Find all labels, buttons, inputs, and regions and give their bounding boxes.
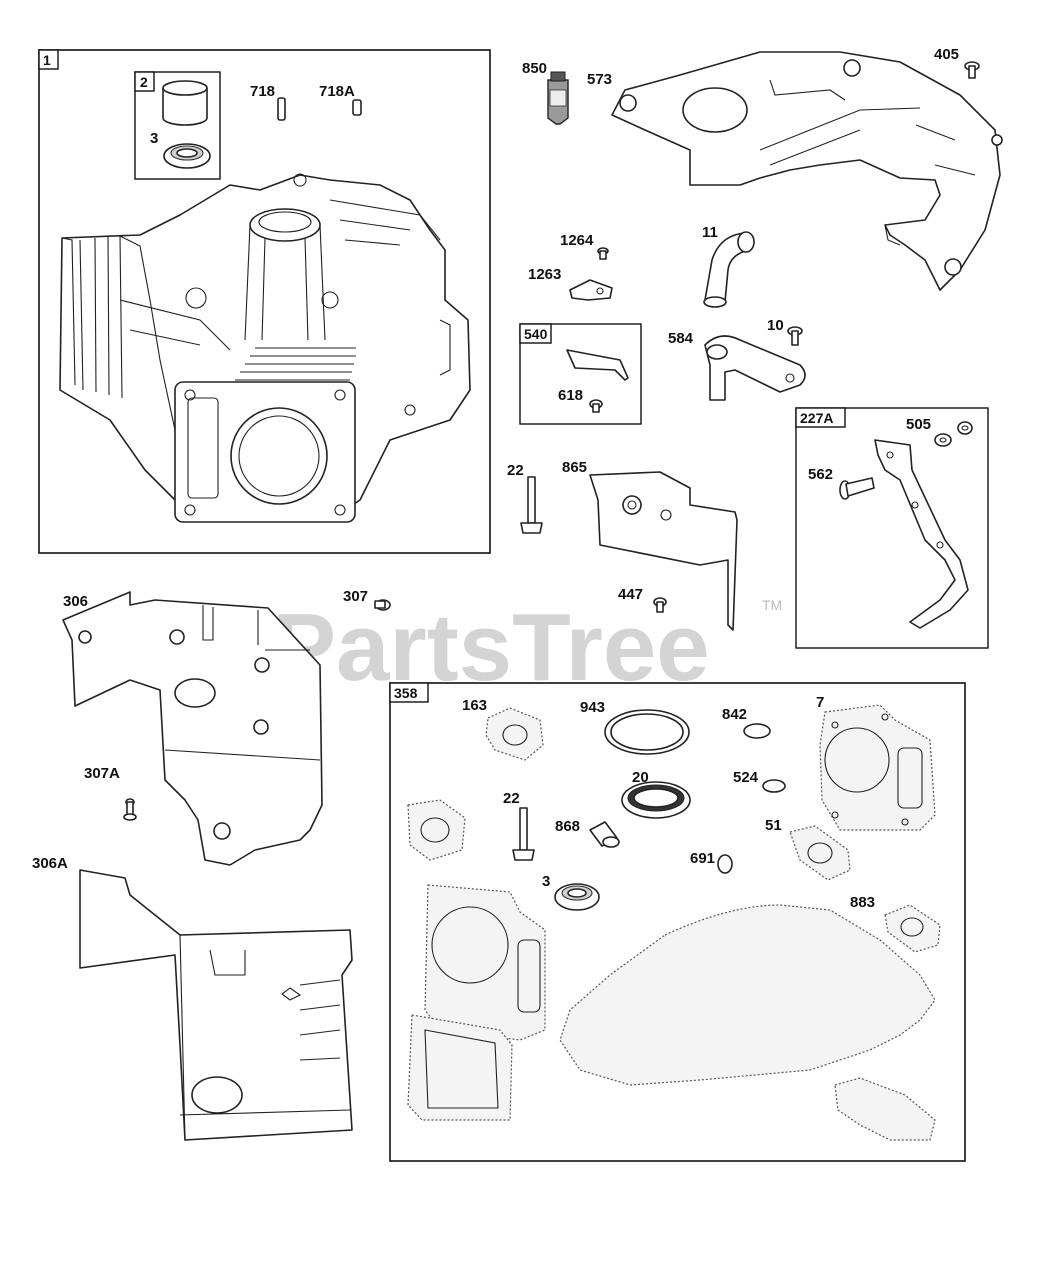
label-842: 842 bbox=[722, 706, 747, 723]
label-20: 20 bbox=[632, 769, 649, 786]
bolt-22-upper bbox=[520, 476, 543, 534]
box-540: 540 618 bbox=[519, 323, 642, 425]
label-22b: 22 bbox=[503, 790, 520, 807]
blower-housing-573 bbox=[611, 51, 1003, 291]
oil-seal-3-set bbox=[554, 883, 600, 911]
label-584: 584 bbox=[668, 330, 694, 347]
bushing-part-2 bbox=[162, 80, 208, 126]
label-850: 850 bbox=[522, 60, 547, 77]
label-868: 868 bbox=[555, 818, 580, 835]
label-718A: 718A bbox=[319, 83, 355, 100]
label-718: 718 bbox=[250, 83, 275, 100]
box-label-227A: 227A bbox=[800, 410, 833, 426]
crankcase-gasket bbox=[559, 904, 936, 1086]
intake-gasket-left bbox=[407, 799, 466, 861]
dowel-pin-718 bbox=[277, 97, 286, 121]
seal-691 bbox=[717, 854, 733, 874]
bracket-227A bbox=[874, 439, 969, 629]
label-306: 306 bbox=[63, 593, 88, 610]
box-227A: 227A 505 562 bbox=[795, 407, 989, 649]
box-1-cylinder-block: 1 2 3 718 718A bbox=[38, 49, 491, 554]
screw-447 bbox=[653, 597, 667, 613]
label-163: 163 bbox=[462, 697, 487, 714]
watermark-text: PartsTree bbox=[272, 594, 710, 701]
oil-seal-part-3 bbox=[163, 143, 211, 169]
label-307: 307 bbox=[343, 588, 368, 605]
nut-505 bbox=[934, 421, 973, 447]
label-307A: 307A bbox=[84, 765, 120, 782]
gasket-163 bbox=[485, 707, 544, 761]
screw-405 bbox=[964, 61, 980, 79]
box-358-gasket-set: 358 163 943 842 7 bbox=[389, 682, 966, 1162]
seal-20 bbox=[621, 781, 691, 819]
screw-307A bbox=[123, 798, 137, 821]
label-943: 943 bbox=[580, 699, 605, 716]
label-10: 10 bbox=[767, 317, 784, 334]
box-label-358: 358 bbox=[394, 685, 418, 701]
label-3a: 3 bbox=[150, 130, 158, 147]
clip-1263 bbox=[569, 279, 613, 301]
gasket-883 bbox=[884, 904, 941, 953]
o-ring-524 bbox=[762, 779, 786, 793]
label-865: 865 bbox=[562, 459, 587, 476]
label-3b: 3 bbox=[542, 873, 550, 890]
screw-307 bbox=[374, 599, 391, 611]
sleeve-868 bbox=[589, 821, 620, 848]
label-22a: 22 bbox=[507, 462, 524, 479]
engine-block-drawing bbox=[59, 173, 471, 523]
box-label-540: 540 bbox=[524, 326, 548, 342]
o-ring-943 bbox=[604, 709, 690, 755]
cylinder-shield-306A bbox=[79, 869, 353, 1141]
label-306A: 306A bbox=[32, 855, 68, 872]
label-883: 883 bbox=[850, 894, 875, 911]
bracket-584 bbox=[704, 335, 806, 401]
label-573: 573 bbox=[587, 71, 612, 88]
small-gasket-bottom bbox=[834, 1077, 936, 1141]
label-11: 11 bbox=[702, 224, 718, 241]
sealant-tube-850 bbox=[547, 71, 569, 125]
label-524: 524 bbox=[733, 769, 759, 786]
bolt-22-lower bbox=[512, 807, 535, 861]
label-51: 51 bbox=[765, 817, 782, 834]
label-562: 562 bbox=[808, 466, 833, 483]
label-405: 405 bbox=[934, 46, 959, 63]
cylinder-head-gasket-left bbox=[424, 884, 546, 1041]
dowel-pin-718A bbox=[352, 99, 362, 116]
label-1263: 1263 bbox=[528, 266, 561, 283]
bracket-865 bbox=[589, 471, 738, 631]
watermark-trademark: TM bbox=[762, 597, 782, 613]
screw-1264 bbox=[597, 247, 609, 260]
breather-tube-11 bbox=[703, 231, 755, 308]
box-label-1: 1 bbox=[43, 52, 51, 68]
label-1264: 1264 bbox=[560, 232, 594, 249]
screw-10 bbox=[787, 326, 803, 346]
label-505: 505 bbox=[906, 416, 931, 433]
label-7: 7 bbox=[816, 694, 824, 711]
box-label-2: 2 bbox=[140, 74, 148, 90]
air-guide-540 bbox=[566, 349, 629, 381]
o-ring-842 bbox=[743, 723, 771, 739]
valve-cover-gasket bbox=[407, 1014, 513, 1121]
label-691: 691 bbox=[690, 850, 715, 867]
screw-618 bbox=[589, 399, 603, 413]
head-gasket-7 bbox=[819, 704, 936, 831]
label-618: 618 bbox=[558, 387, 583, 404]
gasket-51 bbox=[789, 825, 851, 881]
bolt-562 bbox=[839, 477, 875, 500]
label-447: 447 bbox=[618, 586, 643, 603]
cylinder-shield-306 bbox=[62, 591, 323, 866]
